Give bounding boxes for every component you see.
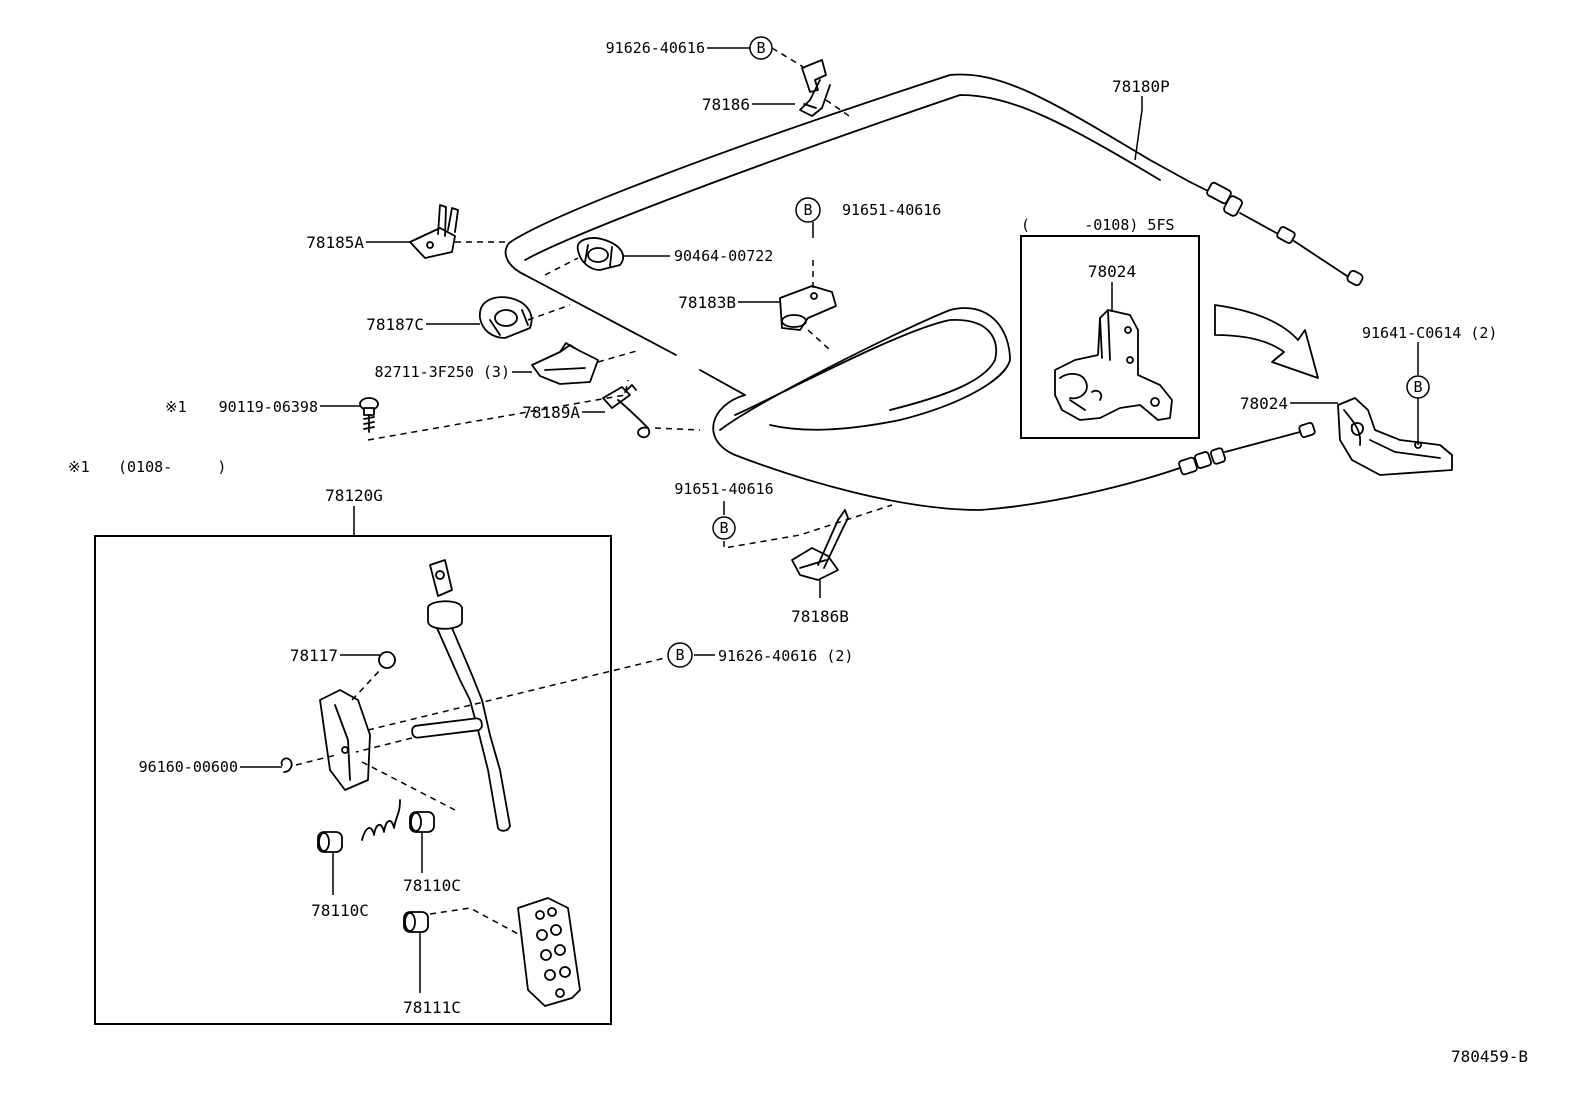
clamp-90464 [576, 237, 625, 271]
dashed-lines [295, 47, 1419, 936]
callout-82711-3F250: 82711-3F250 (3) [375, 363, 510, 381]
pedal-bracket-78117 [319, 651, 396, 791]
spring [361, 799, 401, 841]
svg-text:B: B [803, 201, 812, 219]
callout-78111C: 78111C [403, 998, 461, 1017]
callout-96160-00600: 96160-00600 [139, 758, 238, 776]
bushing-78110C-right [409, 811, 435, 833]
callout-78180P: 78180P [1112, 77, 1170, 96]
circled-b-symbol: B [1406, 375, 1430, 399]
callout-78189A: 78189A [522, 403, 580, 422]
leader-lines [240, 47, 1419, 993]
bracket-78024 [1337, 397, 1453, 476]
clamp-78187C [479, 296, 533, 339]
note-mark-1: ※1 [165, 398, 187, 416]
pedal-arm [427, 559, 511, 832]
arrow-icon [1214, 304, 1319, 379]
callout-90464-00722: 90464-00722 [674, 247, 773, 265]
note-range: (0108- ) [118, 458, 226, 476]
bolt-90119 [359, 397, 379, 433]
circled-b-symbol: B [712, 516, 736, 540]
callout-91651-40616-b: 91651-40616 [674, 480, 773, 498]
callout-78186: 78186 [702, 95, 750, 114]
callout-78185A: 78185A [306, 233, 364, 252]
callout-78024: 78024 [1240, 394, 1288, 413]
clip-78186B [791, 509, 849, 581]
callout-78110C-left: 78110C [311, 901, 369, 920]
bracket-78183B [779, 285, 837, 331]
clip-78186 [799, 59, 831, 117]
pedal-assembly-box [94, 535, 612, 1025]
circled-b-symbol: B [667, 642, 693, 668]
pedal-pad [517, 897, 581, 1007]
svg-text:B: B [719, 519, 728, 537]
callout-91641-C0614: 91641-C0614 (2) [1362, 324, 1497, 342]
callout-78183B: 78183B [678, 293, 736, 312]
accelerator-cable [504, 73, 1364, 511]
callout-78186B: 78186B [791, 607, 849, 626]
callout-78024-inset: 78024 [1088, 262, 1136, 281]
clip-82711 [531, 342, 599, 385]
bracket-78185A [409, 204, 459, 259]
inset-range-label: ( -0108) 5FS [1021, 216, 1175, 234]
diagram-id: 780459-B [1451, 1047, 1528, 1066]
circled-b-symbol: B [749, 36, 773, 60]
callout-78187C: 78187C [366, 315, 424, 334]
svg-text:B: B [756, 39, 765, 57]
circled-b-symbol: B [795, 197, 821, 223]
cable-end-pedal [1178, 422, 1316, 476]
bushing-78110C-left [317, 831, 343, 853]
callout-91626-40616-top: 91626-40616 [606, 39, 705, 57]
callout-78120G: 78120G [325, 486, 383, 505]
clip-96160 [280, 757, 293, 773]
callout-78117: 78117 [290, 646, 338, 665]
cable-end-engine [1189, 181, 1364, 287]
svg-text:B: B [675, 646, 684, 664]
clip-78189A [602, 384, 651, 439]
callout-90119-06398: 90119-06398 [219, 398, 318, 416]
svg-text:B: B [1413, 378, 1422, 396]
callout-78110C-right: 78110C [403, 876, 461, 895]
callout-91651-40616-a: 91651-40616 [842, 201, 941, 219]
note-mark-1-range: ※1 [68, 458, 90, 476]
callout-91626-40616-pedal: 91626-40616 (2) [718, 647, 853, 665]
bushing-78111C [403, 911, 429, 933]
inset-box-5fs [1020, 235, 1200, 439]
inset-bracket-78024 [1054, 309, 1173, 421]
pedal-shaft [411, 717, 483, 739]
